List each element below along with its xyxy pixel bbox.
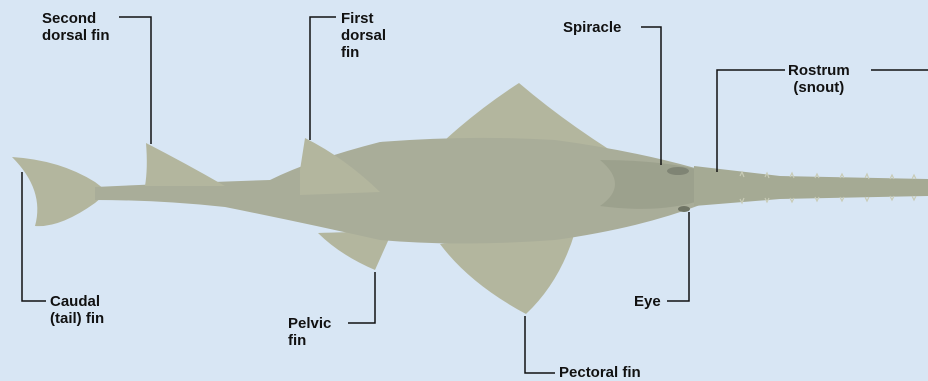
label-pelvic-fin: Pelvic fin [288,315,331,349]
caudal-fin-shape [12,157,108,226]
pectoral-fin-lower-shape [440,232,575,314]
rostrum-shape [694,166,928,206]
head-shading-shape [600,160,702,209]
eye-mark [678,206,690,212]
leader-spiracle [641,27,661,165]
label-first-dorsal-fin: First dorsal fin [341,10,386,61]
leader-pectoral-fin [525,316,555,373]
sawfish-body-shape [95,138,700,244]
leader-first-dorsal-fin [310,17,336,140]
label-second-dorsal-fin: Second dorsal fin [42,10,110,44]
leader-second-dorsal-fin [119,17,151,144]
leader-eye [667,212,689,301]
label-spiracle: Spiracle [563,19,621,36]
label-eye: Eye [634,293,661,310]
label-caudal-fin: Caudal (tail) fin [50,293,104,327]
label-rostrum: Rostrum (snout) [788,62,850,96]
spiracle-mark [667,167,689,175]
second-dorsal-fin-shape [145,143,225,186]
leader-pelvic-fin [348,272,375,323]
leader-rostrum-left [717,70,785,172]
label-pectoral-fin: Pectoral fin [559,364,641,381]
